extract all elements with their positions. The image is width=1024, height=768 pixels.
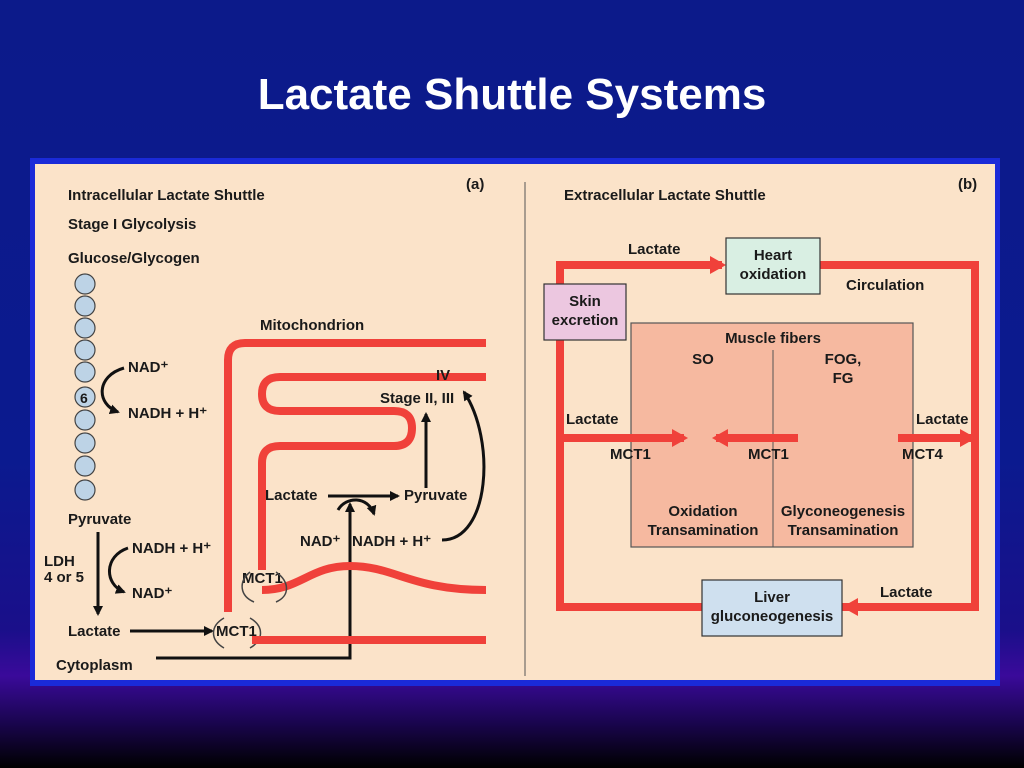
right-lactate-label: Lactate bbox=[916, 411, 969, 428]
mito-outer-membrane bbox=[224, 339, 486, 612]
liver-box bbox=[701, 579, 843, 637]
nadh-curve-arrow bbox=[108, 546, 129, 594]
glycogen-chain bbox=[74, 273, 96, 501]
mito-lactate-label: Lactate bbox=[265, 487, 318, 504]
mct1-label: MCT1 bbox=[216, 623, 257, 640]
mito-crista-wave bbox=[261, 561, 487, 594]
transamination-left-label: Transamination bbox=[648, 522, 759, 539]
glycogen-bead bbox=[74, 361, 96, 383]
glucose-glycogen-label: Glucose/Glycogen bbox=[68, 250, 200, 267]
transamination-right-label: Transamination bbox=[788, 522, 899, 539]
liver-label: Liver bbox=[754, 589, 790, 606]
panel-b: Extracellular Lactate Shuttle (b) Lactat… bbox=[543, 176, 979, 637]
glycogen-bead bbox=[74, 339, 96, 361]
mct1-mid-label: MCT1 bbox=[748, 446, 789, 463]
nadh-label-2: NADH + H⁺ bbox=[132, 540, 211, 557]
mito-inner-membrane bbox=[257, 373, 486, 570]
glycogen-bead bbox=[74, 317, 96, 339]
mito-pyruvate-label: Pyruvate bbox=[404, 487, 467, 504]
ldh-isoform-label: 4 or 5 bbox=[44, 569, 84, 586]
nad-label: NAD⁺ bbox=[128, 359, 168, 376]
cytoplasm-label: Cytoplasm bbox=[56, 657, 133, 674]
so-label: SO bbox=[692, 351, 714, 368]
skin-box bbox=[543, 283, 627, 341]
mitochondrion-label: Mitochondrion bbox=[260, 317, 364, 334]
panel-a-tag: (a) bbox=[466, 176, 484, 193]
glycogen-bead bbox=[74, 409, 96, 431]
mito-nadh-label: NADH + H⁺ bbox=[352, 533, 431, 550]
skin-excretion-label: excretion bbox=[552, 312, 619, 329]
mct1-transporter-bracket bbox=[212, 617, 225, 649]
ldh-label: LDH bbox=[44, 553, 75, 570]
glyconeogenesis-label: Glyconeogenesis bbox=[781, 503, 905, 520]
glycogen-bead bbox=[74, 479, 96, 501]
liver-gluconeogenesis-label: gluconeogenesis bbox=[711, 608, 834, 625]
stage-ii-iii-label: Stage II, III bbox=[380, 390, 454, 407]
mct4-label: MCT4 bbox=[902, 446, 943, 463]
oxidation-label: Oxidation bbox=[668, 503, 737, 520]
glycogen-bead bbox=[74, 432, 96, 454]
panel-b-title: Extracellular Lactate Shuttle bbox=[564, 187, 766, 204]
glycogen-bead bbox=[74, 455, 96, 477]
mito-nad-label: NAD⁺ bbox=[300, 533, 340, 550]
nad-label-2: NAD⁺ bbox=[132, 585, 172, 602]
glycogen-bead-numbered bbox=[74, 386, 96, 408]
pyruvate-label: Pyruvate bbox=[68, 511, 131, 528]
mct1-transporter-bracket bbox=[249, 617, 262, 649]
stage-i-label: Stage I Glycolysis bbox=[68, 216, 196, 233]
step-number: 6 bbox=[80, 390, 88, 406]
bottom-lactate-label: Lactate bbox=[880, 584, 933, 601]
stage-iv-label: IV bbox=[436, 367, 450, 384]
mito-mct1-label: MCT1 bbox=[242, 570, 283, 587]
muscle-fibers-label: Muscle fibers bbox=[725, 330, 821, 347]
cytoplasm-to-mito-path bbox=[156, 502, 355, 660]
mito-nad-curve-arrow bbox=[336, 498, 377, 516]
mct1-left-label: MCT1 bbox=[610, 446, 651, 463]
left-lactate-label: Lactate bbox=[566, 411, 619, 428]
glycogen-bead bbox=[74, 273, 96, 295]
panel-a-title: Intracellular Lactate Shuttle bbox=[68, 187, 265, 204]
mito-mct1-bracket bbox=[241, 571, 255, 603]
heart-label: Heart bbox=[754, 247, 792, 264]
mito-mct1-bracket bbox=[275, 571, 288, 603]
heart-box bbox=[725, 237, 821, 295]
nadh-to-stage-iv-arrow bbox=[441, 390, 486, 542]
skin-label: Skin bbox=[569, 293, 601, 310]
glycogen-bead bbox=[74, 295, 96, 317]
nadh-label: NADH + H⁺ bbox=[128, 405, 207, 422]
slide-title: Lactate Shuttle Systems bbox=[257, 70, 767, 119]
panel-b-tag: (b) bbox=[958, 176, 977, 193]
lactate-label: Lactate bbox=[68, 623, 121, 640]
top-lactate-label: Lactate bbox=[628, 241, 681, 258]
fog-label: FOG, bbox=[825, 351, 862, 368]
panel-a: Intracellular Lactate Shuttle (a) Stage … bbox=[44, 176, 487, 674]
heart-oxidation-label: oxidation bbox=[740, 266, 807, 283]
nad-curve-arrow bbox=[100, 366, 125, 414]
fg-label: FG bbox=[833, 370, 854, 387]
circulation-label: Circulation bbox=[846, 277, 924, 294]
